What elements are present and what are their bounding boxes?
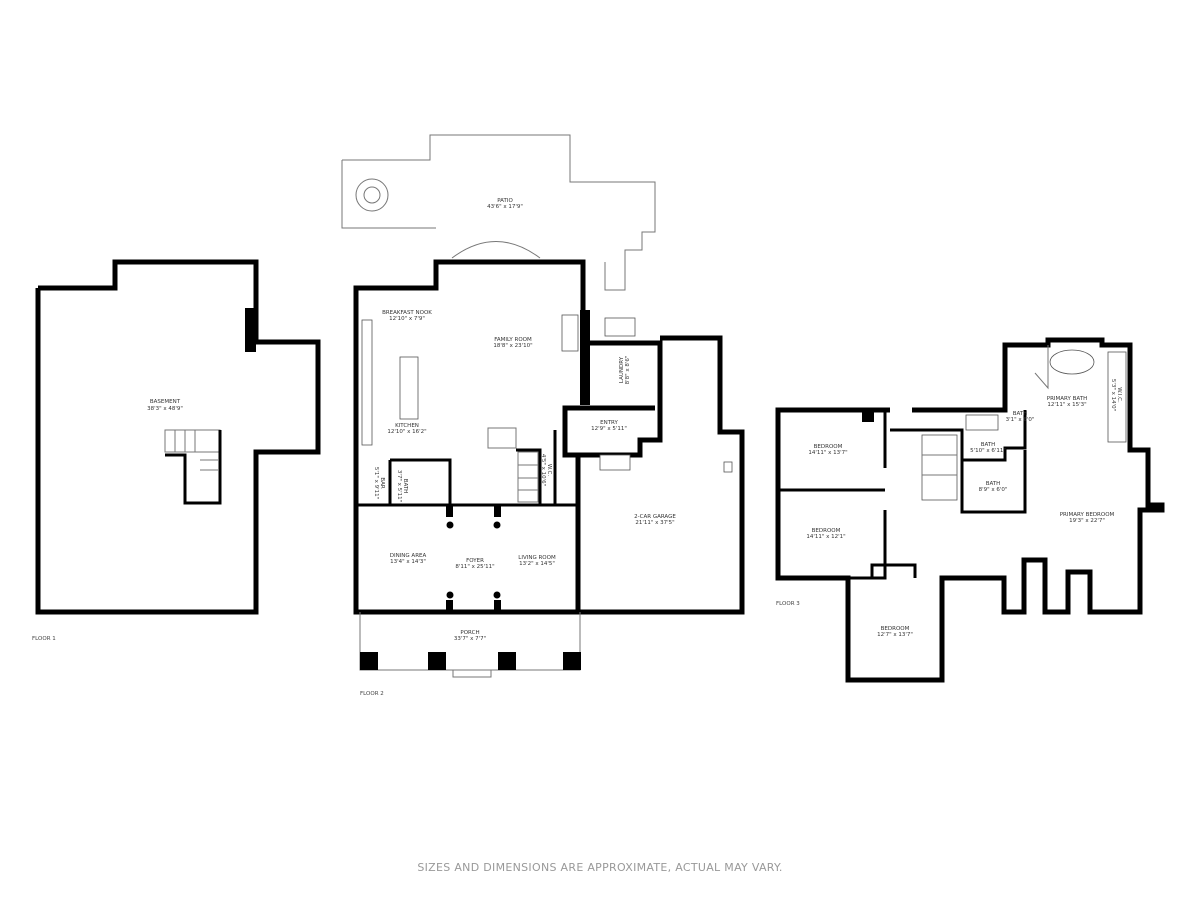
room-label: DINING AREA [390,553,427,559]
room-dims: 5'1" x 9'11" [373,467,379,499]
room-dims: 3'1" x 6'0" [1006,417,1035,423]
room-dims: 18'8" x 23'10" [493,343,532,349]
room-dims: 5'10" x 6'11" [970,448,1006,454]
room-dims: 19'3" x 22'7" [1069,518,1105,524]
room-dims: 21'11" x 37'5" [635,520,674,526]
room-label: LAUNDRY [619,356,625,383]
room-label: W.C. [546,464,552,476]
room-label: BEDROOM [814,444,843,450]
chimney [245,308,256,352]
patio-outline [342,134,656,291]
room-label: LIVING ROOM [518,555,556,561]
main-walls [353,259,586,615]
floor-label: FLOOR 1 [32,636,56,642]
floor-3-plan: BEDROOM 14'11" x 13'7" BEDROOM 14'11" x … [775,337,1165,683]
room-label: BATH [986,481,1001,487]
room-dims: 12'10" x 7'9" [389,316,425,322]
room-label: W.I.C. [1116,387,1122,403]
room-dims: 12'9" x 5'11" [591,426,627,432]
room-dims: 8'11" x 25'11" [455,564,494,570]
room-dims: 4'5" x 10'6" [540,454,546,486]
floor-2-plan: PATIO 43'6" x 17'9" BREAKFAST NOOK 1 [341,134,745,697]
room-label: BASEMENT [150,399,181,405]
room-label: ENTRY [600,420,618,426]
room-label: BATH [981,442,996,448]
room-label: KITCHEN [395,423,419,429]
room-dims: 33'7" x 7'7" [454,636,486,642]
room-dims: 14'11" x 13'7" [808,450,847,456]
room-dims: 3'7" x 5'11" [396,470,402,502]
room-label: BREAKFAST NOOK [382,310,432,316]
room-label: FAMILY ROOM [494,337,532,343]
floor-label: FLOOR 2 [360,691,384,697]
room-dims: 12'10" x 16'2" [387,429,426,435]
room-dims: 12'11" x 15'3" [1047,402,1086,408]
room-label: FOYER [466,558,484,564]
basement-stairs [164,429,222,505]
disclaimer-text: SIZES AND DIMENSIONS ARE APPROXIMATE, AC… [417,861,783,874]
main-stairs [487,427,557,505]
room-dims: 43'6" x 17'9" [487,204,523,210]
room-label: BATH [402,479,408,494]
room-dims: 8'8" x 8'6" [625,356,631,385]
garage-walls [575,335,745,615]
room-dims: 12'7" x 13'7" [877,632,913,638]
floor-1-plan: BASEMENT 38'3" x 48'9" FLOOR 1 [32,259,321,642]
room-dims: 5'3" x 14'0" [1110,379,1116,411]
room-dims: 14'11" x 12'1" [806,534,845,540]
room-label: PORCH [460,630,479,636]
room-label: BATH [1013,411,1028,417]
room-label: BEDROOM [812,528,841,534]
basement-walls [35,259,321,615]
room-label: 2-CAR GARAGE [634,514,676,520]
room-label: PRIMARY BEDROOM [1060,512,1115,518]
room-label: BAR [379,477,385,489]
room-dims: 38'3" x 48'9" [147,406,183,412]
room-label: BEDROOM [881,626,910,632]
room-dims: 13'4" x 14'3" [390,559,426,565]
room-dims: 13'2" x 14'5" [519,561,555,567]
room-label: PATIO [497,198,513,204]
room-label: PRIMARY BATH [1047,396,1087,402]
floor-3-walls [775,337,1165,683]
floor-label: FLOOR 3 [776,601,800,607]
room-dims: 8'9" x 6'0" [979,487,1008,493]
